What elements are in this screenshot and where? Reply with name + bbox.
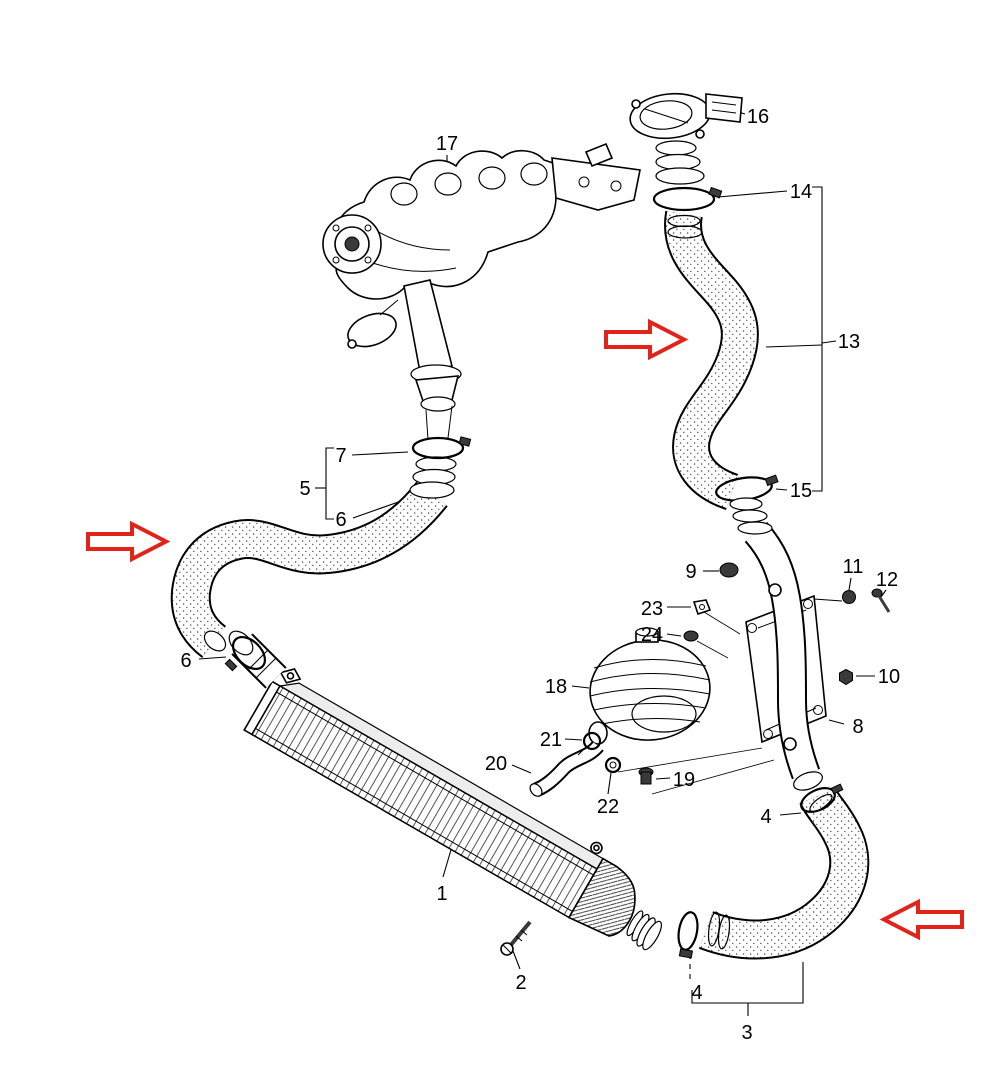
part-callout-24: 24 bbox=[641, 624, 663, 646]
highlight-arrow-upper-hose bbox=[604, 320, 686, 359]
clamp-22 bbox=[604, 756, 622, 774]
manifold-downpipe bbox=[403, 279, 453, 373]
part-callout-21: 21 bbox=[540, 729, 562, 751]
part-callout-16: 16 bbox=[747, 106, 769, 128]
highlight-arrow-left-hose bbox=[86, 522, 168, 561]
nut-10 bbox=[839, 668, 853, 686]
charge-hose-3 bbox=[698, 787, 870, 960]
small-parts bbox=[500, 562, 891, 956]
part-callout-4-lower: 4 bbox=[691, 982, 702, 1004]
part-callout-12: 12 bbox=[876, 569, 898, 591]
plug-9 bbox=[719, 562, 739, 578]
pipe-mount-ear-upper bbox=[768, 583, 782, 597]
clip-23 bbox=[692, 599, 712, 616]
clamp-6-screw bbox=[224, 658, 238, 672]
screw-2 bbox=[500, 920, 532, 956]
throttle-connector bbox=[705, 93, 743, 123]
pipe-mount-ear-lower bbox=[783, 737, 797, 751]
part-callout-22: 22 bbox=[597, 796, 619, 818]
connector-6-upper bbox=[409, 456, 457, 499]
part-callout-3: 3 bbox=[741, 1022, 752, 1044]
part-callout-14: 14 bbox=[790, 181, 812, 203]
resonator-18 bbox=[588, 627, 711, 745]
part-callout-7: 7 bbox=[335, 445, 346, 467]
clamp-4-lower bbox=[677, 911, 699, 959]
part-callout-11: 11 bbox=[843, 556, 864, 578]
pipe-outlet-bell bbox=[793, 771, 823, 791]
charge-hose-6 bbox=[170, 481, 448, 658]
part-callout-9: 9 bbox=[685, 561, 696, 583]
manifold-flange bbox=[551, 157, 641, 211]
clamp-21 bbox=[582, 731, 602, 751]
part-callout-15: 15 bbox=[790, 480, 812, 502]
part-callout-4-upper: 4 bbox=[760, 806, 771, 828]
clamp-7 bbox=[411, 436, 472, 460]
part-callout-18: 18 bbox=[545, 676, 567, 698]
part-callout-23: 23 bbox=[641, 598, 663, 620]
clamp-15-screw bbox=[764, 474, 779, 487]
turbo-exhaust-manifold bbox=[322, 142, 641, 441]
bolt-11 bbox=[842, 590, 856, 604]
clamp-4-upper-screw bbox=[830, 783, 844, 795]
pressure-hose-13 bbox=[664, 210, 759, 511]
intercooler bbox=[228, 630, 663, 951]
part-callout-5: 5 bbox=[299, 478, 310, 500]
intercooler-end-tank bbox=[567, 857, 636, 937]
clamp-6-lower bbox=[224, 636, 266, 672]
clamp-14-screw bbox=[708, 186, 723, 199]
part-callout-8: 8 bbox=[852, 716, 863, 738]
clamp-7-screw bbox=[458, 436, 472, 447]
vent-hose-20 bbox=[529, 740, 604, 797]
wastegate-actuator bbox=[347, 312, 397, 348]
clamp-14 bbox=[652, 186, 723, 212]
part-callout-10: 10 bbox=[878, 666, 900, 688]
throttle-unit bbox=[629, 92, 743, 185]
clamp-4-lower-screw bbox=[678, 948, 694, 959]
part-callout-19: 19 bbox=[673, 769, 695, 791]
leader-lines bbox=[198, 109, 887, 1016]
clamp-4-upper bbox=[800, 783, 844, 813]
part-callout-1: 1 bbox=[436, 883, 447, 905]
screw-12-shaft bbox=[877, 595, 891, 613]
highlight-arrow-lower-hose bbox=[882, 900, 964, 939]
pressure-pipe bbox=[729, 497, 823, 791]
screw-12-head bbox=[871, 588, 883, 598]
part-callout-6-upper: 6 bbox=[335, 509, 346, 531]
part-callout-20: 20 bbox=[485, 753, 507, 775]
part-callout-13: 13 bbox=[838, 331, 860, 353]
part-callout-6-lower: 6 bbox=[180, 650, 191, 672]
part-callout-17: 17 bbox=[436, 133, 458, 155]
intercooler-core bbox=[250, 684, 598, 919]
intercooler-outlet bbox=[642, 920, 663, 951]
grommet-24 bbox=[683, 630, 699, 642]
part-callout-2: 2 bbox=[515, 972, 526, 994]
bolt-19-body bbox=[640, 771, 652, 785]
